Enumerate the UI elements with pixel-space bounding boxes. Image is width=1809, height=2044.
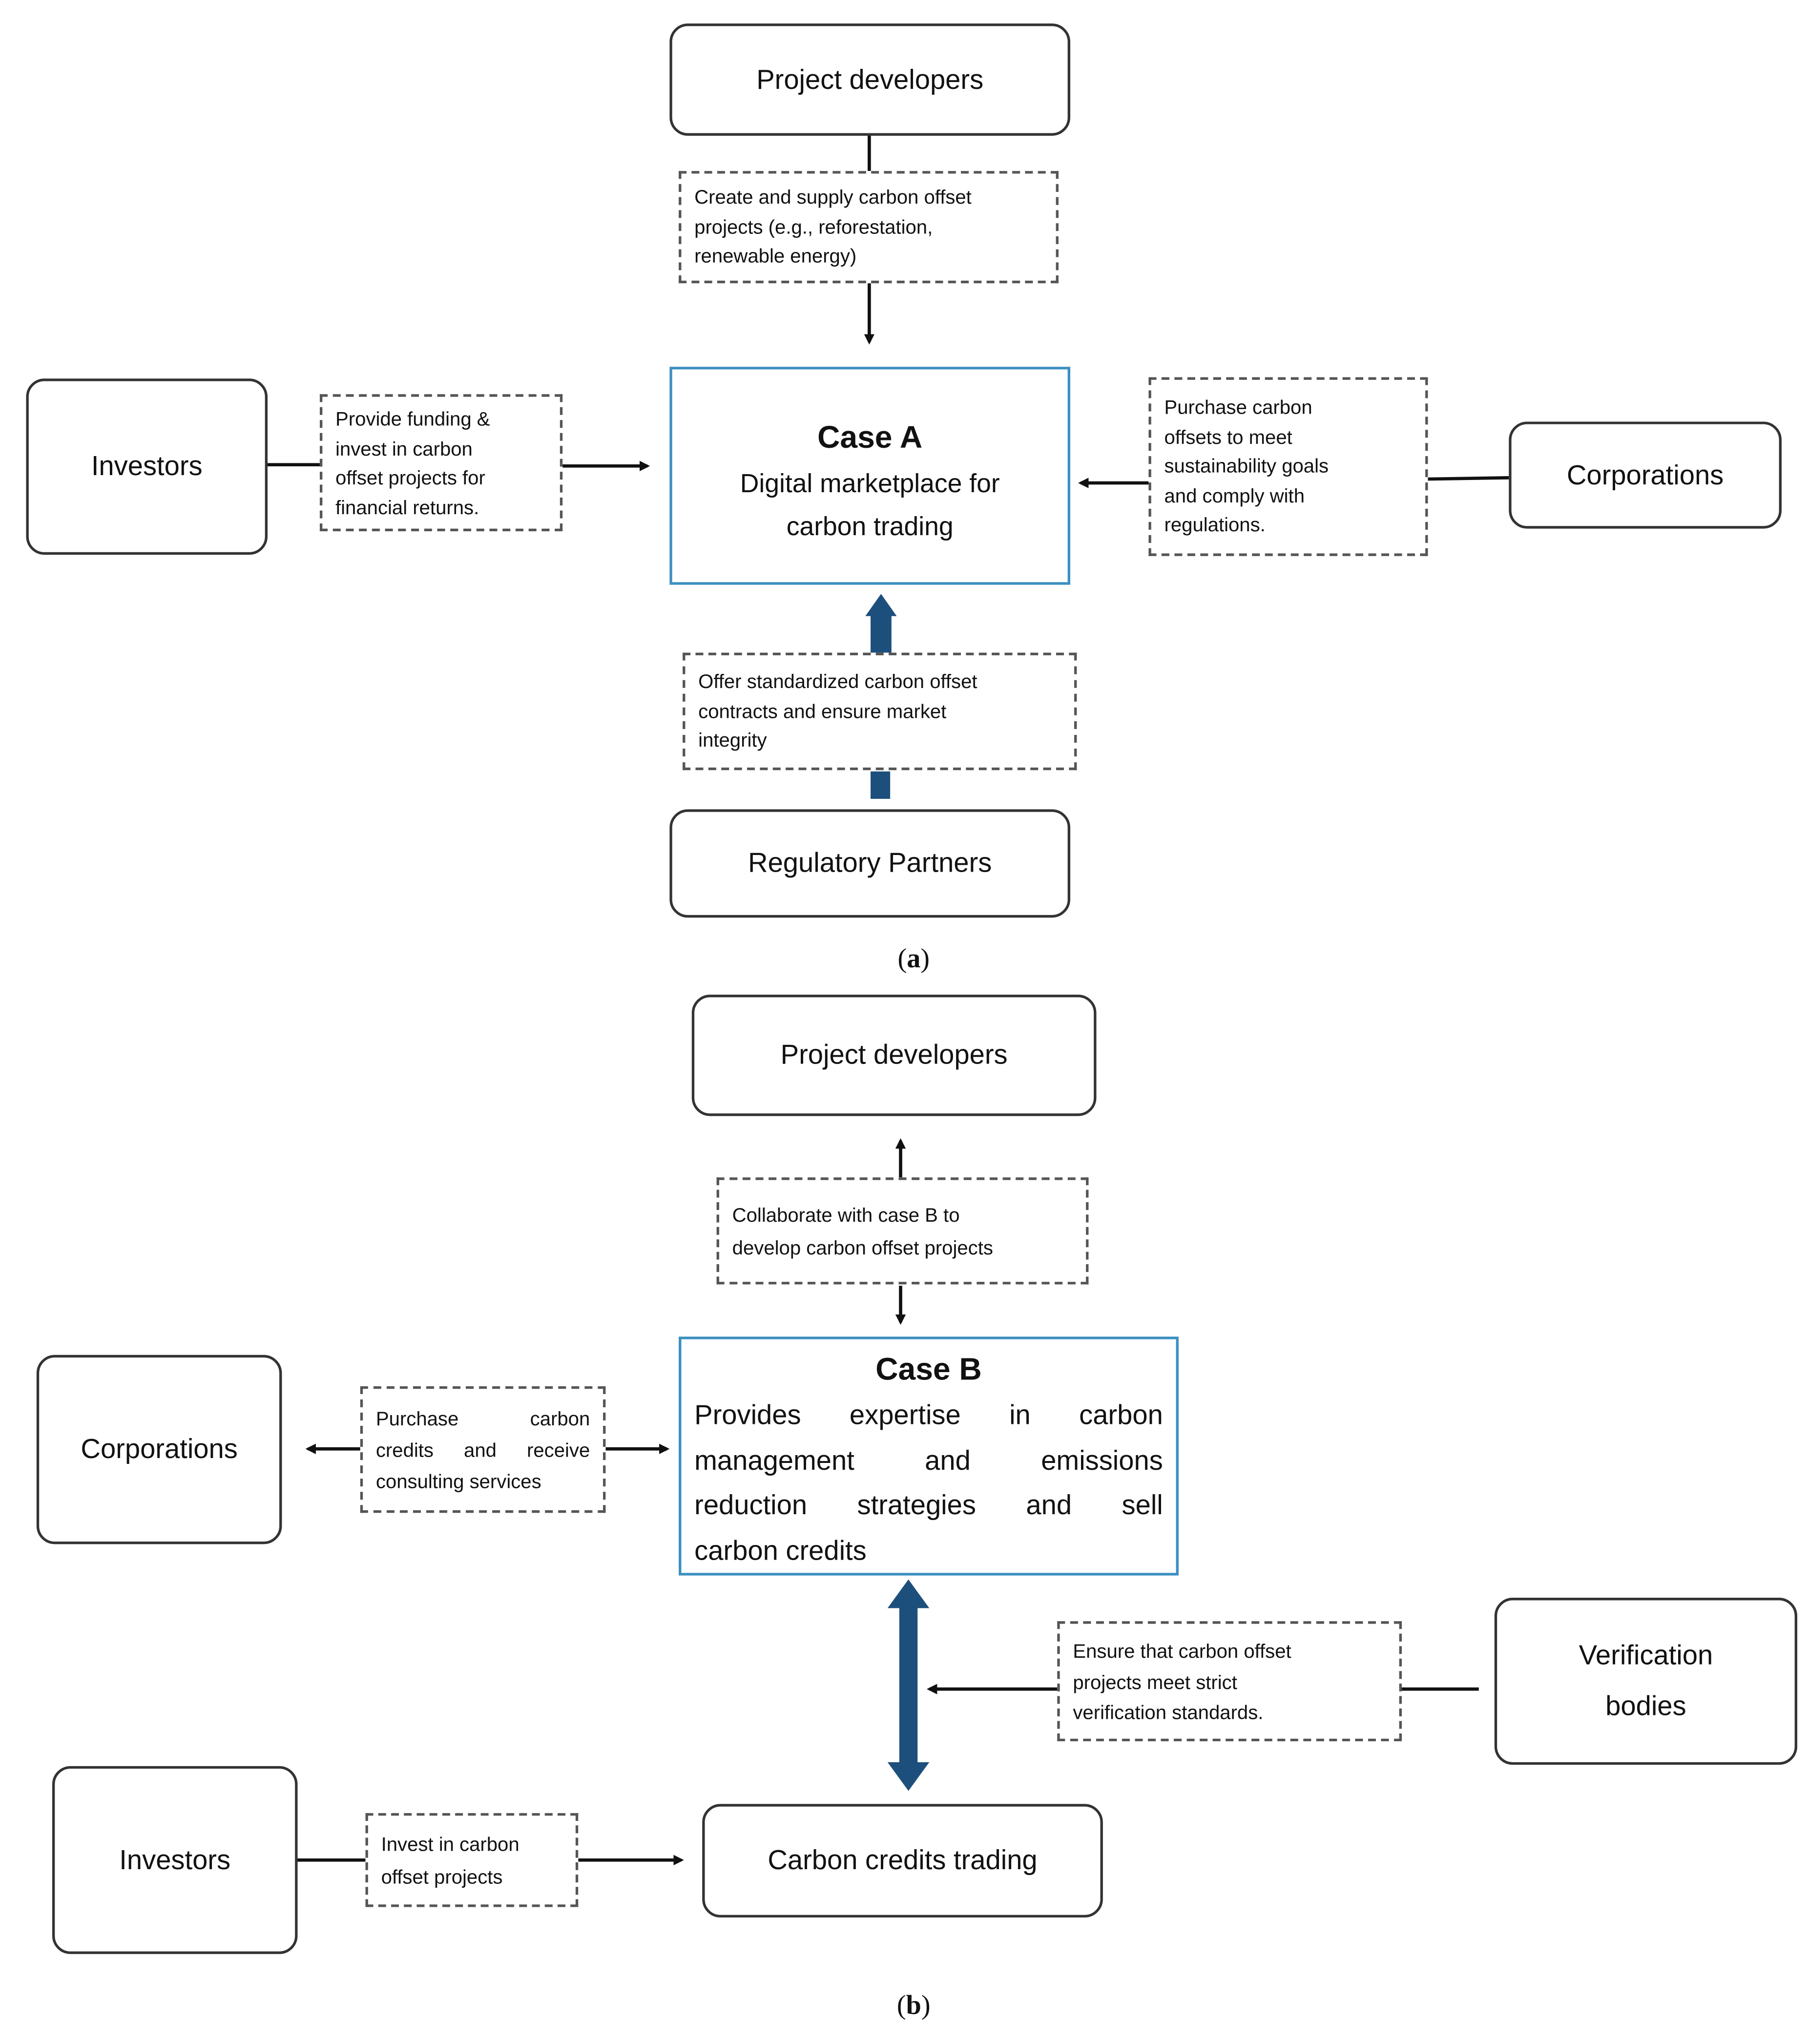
label: Regulatory Partners (748, 848, 992, 879)
case-b-text: management and emissions (694, 1445, 1163, 1476)
note-line: offsets to meet (1164, 426, 1292, 449)
note-line: offset projects (381, 1866, 503, 1889)
thick-double-arrow (887, 1579, 930, 1791)
project-developers-note-b: Collaborate with case B to develop carbo… (716, 1177, 1089, 1285)
note-line: and comply with (1164, 485, 1305, 507)
case-b-text: reduction strategies and sell (694, 1490, 1163, 1521)
note-line: projects (e.g., reforestation, (694, 216, 933, 238)
carbon-credits-trading-box: Carbon credits trading (702, 1804, 1103, 1918)
caption-b: (b) (896, 1989, 931, 2021)
thick-arrow-stub (871, 771, 891, 799)
corporations-box-b: Corporations (36, 1355, 282, 1544)
note-line: consulting services (375, 1471, 541, 1494)
case-b-text: Provides expertise in carbon (694, 1400, 1163, 1431)
case-b-box: Case B Provides expertise in carbon mana… (679, 1336, 1179, 1576)
note-line: sustainability goals (1164, 455, 1329, 478)
caption-a: (a) (897, 942, 930, 974)
caption-letter: a (907, 942, 921, 974)
regulatory-note-a: Offer standardized carbon offset contrac… (683, 652, 1077, 771)
verification-note-b: Ensure that carbon offset projects meet … (1057, 1621, 1402, 1742)
label: Project developers (780, 1040, 1008, 1071)
label: Investors (91, 451, 203, 482)
note-line: Create and supply carbon offset (694, 187, 972, 209)
note-line: projects meet strict (1073, 1671, 1237, 1694)
corporations-note-b: Purchase carbon credits and receive cons… (360, 1386, 606, 1513)
label: Project developers (756, 64, 984, 95)
case-b-text: carbon credits (694, 1536, 867, 1566)
project-developers-box-a: Project developers (669, 23, 1071, 136)
note-line: Purchase carbon (375, 1408, 590, 1431)
note-line: contracts and ensure market (698, 700, 947, 723)
investors-note-b: Invest in carbon offset projects (365, 1813, 579, 1907)
label: bodies (1605, 1691, 1686, 1722)
corporations-note-a: Purchase carbon offsets to meet sustaina… (1148, 377, 1428, 556)
investors-note-a: Provide funding & invest in carbon offse… (319, 394, 563, 531)
note-line: financial returns. (335, 497, 479, 519)
note-line: verification standards. (1073, 1702, 1264, 1725)
label: Verification (1579, 1641, 1713, 1671)
note-line: regulations. (1164, 514, 1266, 537)
investors-box-b: Investors (52, 1766, 298, 1954)
case-a-text: carbon trading (786, 513, 954, 542)
note-line: Provide funding & (335, 408, 490, 431)
project-developers-box-b: Project developers (691, 994, 1097, 1116)
note-line: Purchase carbon (1164, 396, 1312, 419)
label: Corporations (81, 1434, 238, 1465)
regulatory-partners-box: Regulatory Partners (669, 809, 1071, 918)
note-line: Invest in carbon (381, 1834, 520, 1856)
thick-up-arrow (865, 594, 897, 653)
note-line: Offer standardized carbon offset (698, 671, 977, 693)
case-a-text: Digital marketplace for (740, 470, 1000, 499)
note-line: renewable energy) (694, 245, 857, 268)
case-a-box: Case A Digital marketplace for carbon tr… (669, 367, 1071, 585)
note-line: invest in carbon (335, 438, 473, 460)
case-b-title: Case B (875, 1352, 982, 1388)
label: Carbon credits trading (768, 1845, 1038, 1876)
note-line: offset projects for (335, 467, 485, 490)
investors-box-a: Investors (26, 378, 268, 555)
connector-line (1428, 476, 1509, 481)
label: Investors (119, 1845, 231, 1876)
verification-bodies-box: Verification bodies (1494, 1597, 1797, 1765)
note-line: Ensure that carbon offset (1073, 1641, 1291, 1663)
corporations-box-a: Corporations (1509, 421, 1782, 529)
case-a-title: Case A (817, 420, 923, 456)
project-developers-note-a: Create and supply carbon offset projects… (679, 171, 1059, 284)
caption-letter: b (906, 1989, 921, 2021)
note-line: integrity (698, 730, 767, 752)
note-line: credits and receive (375, 1439, 590, 1462)
note-line: develop carbon offset projects (732, 1237, 993, 1260)
label: Corporations (1566, 460, 1724, 490)
note-line: Collaborate with case B to (732, 1205, 960, 1227)
